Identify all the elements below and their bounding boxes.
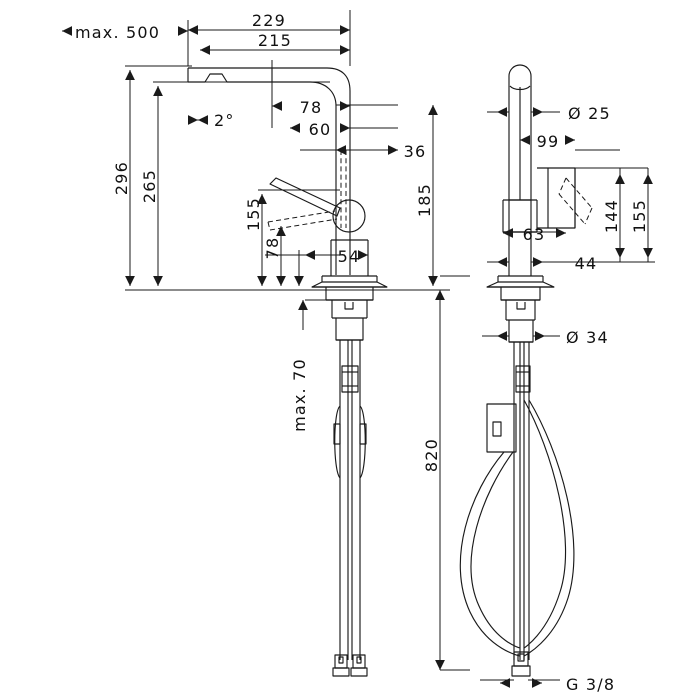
dim-g38: G 3/8	[566, 675, 615, 694]
dim-229: 229	[252, 11, 286, 30]
dim-54: 54	[338, 247, 361, 266]
dim-63: 63	[523, 225, 546, 244]
dim-60: 60	[309, 120, 332, 139]
dim-dia-34: Ø 34	[566, 328, 609, 347]
dim-296: 296	[112, 161, 131, 195]
dim-155-front: 155	[244, 197, 263, 231]
dim-78-front: 78	[263, 237, 282, 260]
dim-angle-2: 2°	[214, 111, 235, 130]
dim-44: 44	[575, 254, 598, 273]
dimension-labels: 229 215 max. 500 2° 78 60 296 265 36 185…	[75, 11, 649, 694]
dimension-lines	[62, 10, 655, 688]
front-view-outline	[187, 67, 388, 677]
dim-185: 185	[415, 183, 434, 217]
side-view-outline	[459, 64, 593, 677]
dim-78-top: 78	[300, 98, 323, 117]
dim-144: 144	[602, 199, 621, 233]
dim-dia-25: Ø 25	[568, 104, 611, 123]
dim-155-side: 155	[630, 199, 649, 233]
dim-max-70: max. 70	[290, 358, 309, 432]
dim-36: 36	[404, 142, 427, 161]
dim-820: 820	[422, 438, 441, 472]
dim-265: 265	[140, 169, 159, 203]
dim-max-500: max. 500	[75, 23, 160, 42]
dim-215: 215	[258, 31, 292, 50]
dim-99: 99	[537, 132, 560, 151]
